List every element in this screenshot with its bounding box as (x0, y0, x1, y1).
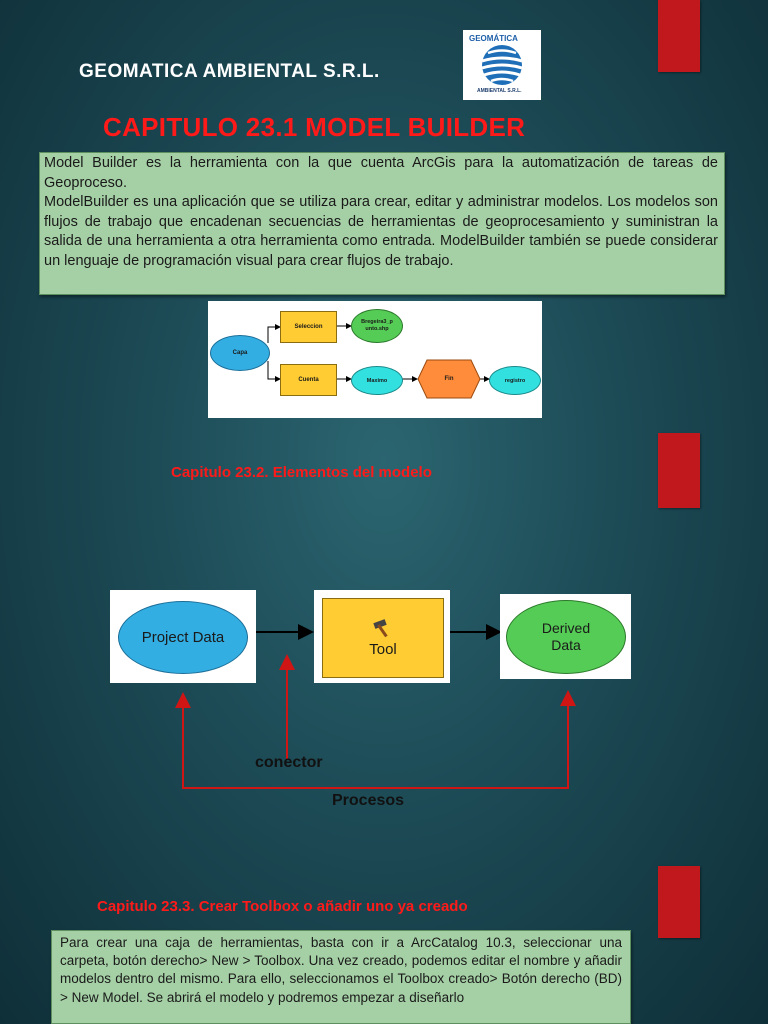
tool-box-selection: Seleccion (280, 311, 337, 343)
output-oval-record: registro (489, 366, 541, 395)
model-diagram-connectors (267, 323, 490, 382)
red-accent-tab-bottom (658, 866, 700, 938)
hammer-icon (373, 618, 388, 637)
input-oval: Capa (210, 335, 270, 371)
connector-label: conector (255, 754, 323, 771)
intro-paragraph-1: Model Builder es la herramienta con la q… (44, 155, 718, 191)
toolbox-textbox: Para crear una caja de herramientas, bas… (51, 930, 631, 1024)
intro-textbox: Model Builder es la herramienta con la q… (39, 152, 725, 295)
intermediate-oval: Maximo (351, 366, 403, 395)
globe-icon (481, 45, 523, 85)
tool-label: Tool (369, 640, 397, 658)
section1-title: CAPITULO 23.1 MODEL BUILDER (103, 112, 526, 142)
iterator-hexagon (417, 359, 481, 399)
derived-data-oval: Derived Data (506, 600, 626, 674)
section2-title: Capitulo 23.2. Elementos del modelo (171, 464, 432, 481)
red-accent-tab-top (658, 0, 700, 72)
project-data-panel: Project Data (110, 590, 256, 683)
toolbox-paragraph: Para crear una caja de herramientas, bas… (60, 935, 622, 1005)
derived-data-line-1: Derived (541, 620, 591, 636)
logo-bottom-text: AMBIENTAL S.R.L. (477, 88, 522, 94)
red-accent-tab-middle (658, 433, 700, 508)
model-diagram: Capa Seleccion Bregeira3_p unto.shp Cuen… (208, 301, 542, 418)
company-name: GEOMATICA AMBIENTAL S.R.L. (79, 61, 380, 82)
elements-diagram-lines (175, 624, 576, 789)
tool-panel: Tool (314, 590, 450, 683)
derived-data-panel: Derived Data (500, 594, 631, 679)
iterator-label: Fin (444, 376, 454, 382)
logo-top-text: GEOMÁTICA (469, 34, 518, 43)
project-data-oval: Project Data (118, 601, 248, 674)
output-oval-shapefile: Bregeira3_p unto.shp (351, 309, 403, 343)
intro-paragraph-2: ModelBuilder es una aplicación que se ut… (44, 194, 718, 269)
derived-data-line-2: Data (551, 637, 581, 653)
processes-label: Procesos (332, 792, 405, 809)
tool-box-count: Cuenta (280, 364, 337, 396)
section3-title: Capitulo 23.3. Crear Toolbox o añadir un… (97, 898, 468, 915)
tool-box: Tool (322, 598, 444, 678)
company-logo: GEOMÁTICA AMBIENTAL S.R.L. (463, 30, 541, 100)
